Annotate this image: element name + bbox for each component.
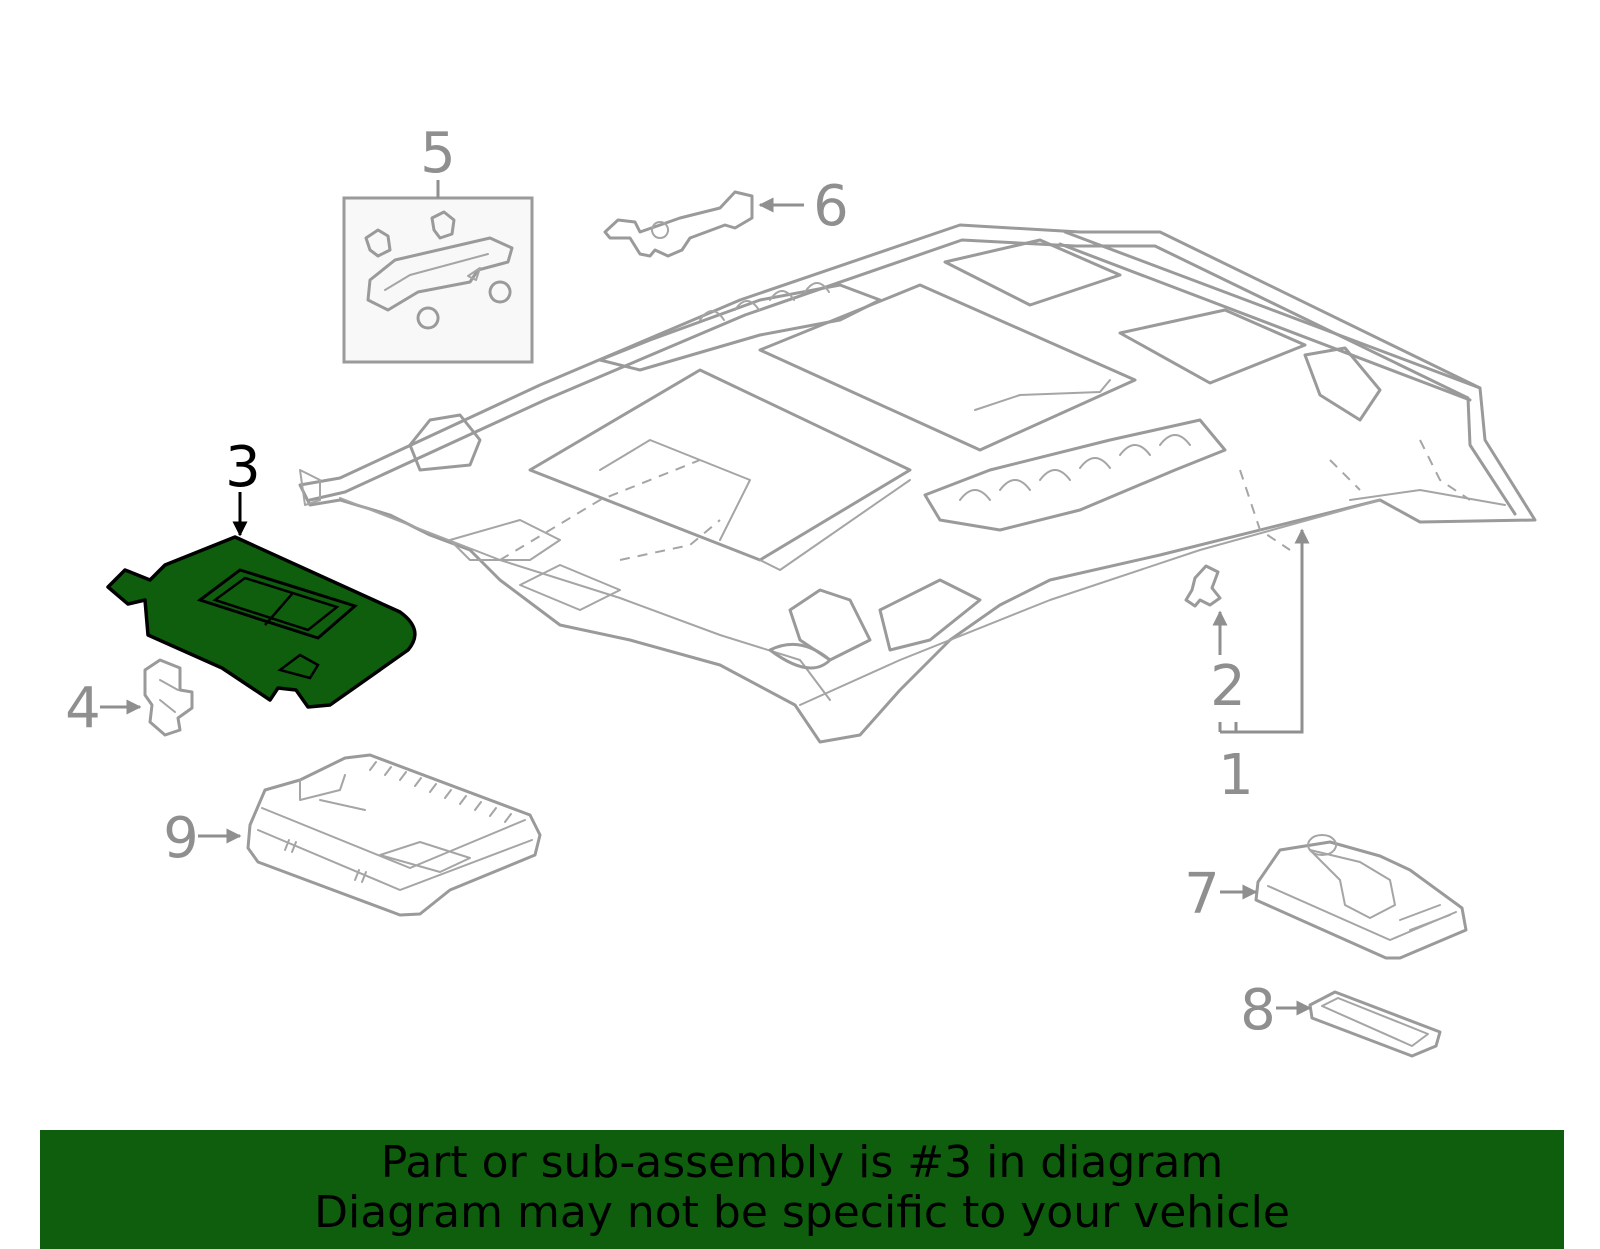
callout-7: 7 <box>1184 862 1220 927</box>
dome-lamp-part-7 <box>1254 834 1468 960</box>
bracket-part-6 <box>603 190 754 258</box>
callout-3: 3 <box>225 435 261 500</box>
callout-2: 2 <box>1210 654 1246 719</box>
callout-leaders <box>100 180 1310 1016</box>
visor-clip-part-4 <box>143 658 194 737</box>
lens-part-8 <box>1308 990 1442 1058</box>
banner-line-part-number: Part or sub-assembly is #3 in diagram <box>380 1137 1224 1188</box>
clip-part-2 <box>1184 564 1222 608</box>
callout-1: 1 <box>1218 743 1254 808</box>
sun-visor-part-3 <box>106 535 417 709</box>
console-part-9 <box>246 753 542 917</box>
callout-8: 8 <box>1240 978 1276 1043</box>
callout-6: 6 <box>813 174 849 239</box>
headliner-part-1 <box>298 223 1537 744</box>
info-banner: Part or sub-assembly is #3 in diagram Di… <box>40 1130 1564 1249</box>
callout-9: 9 <box>163 806 199 871</box>
banner-line-disclaimer: Diagram may not be specific to your vehi… <box>314 1187 1290 1238</box>
grab-handle-part-5 <box>342 196 534 364</box>
callout-5: 5 <box>420 121 456 186</box>
leader-1 <box>1220 530 1302 734</box>
callout-4: 4 <box>65 676 101 741</box>
